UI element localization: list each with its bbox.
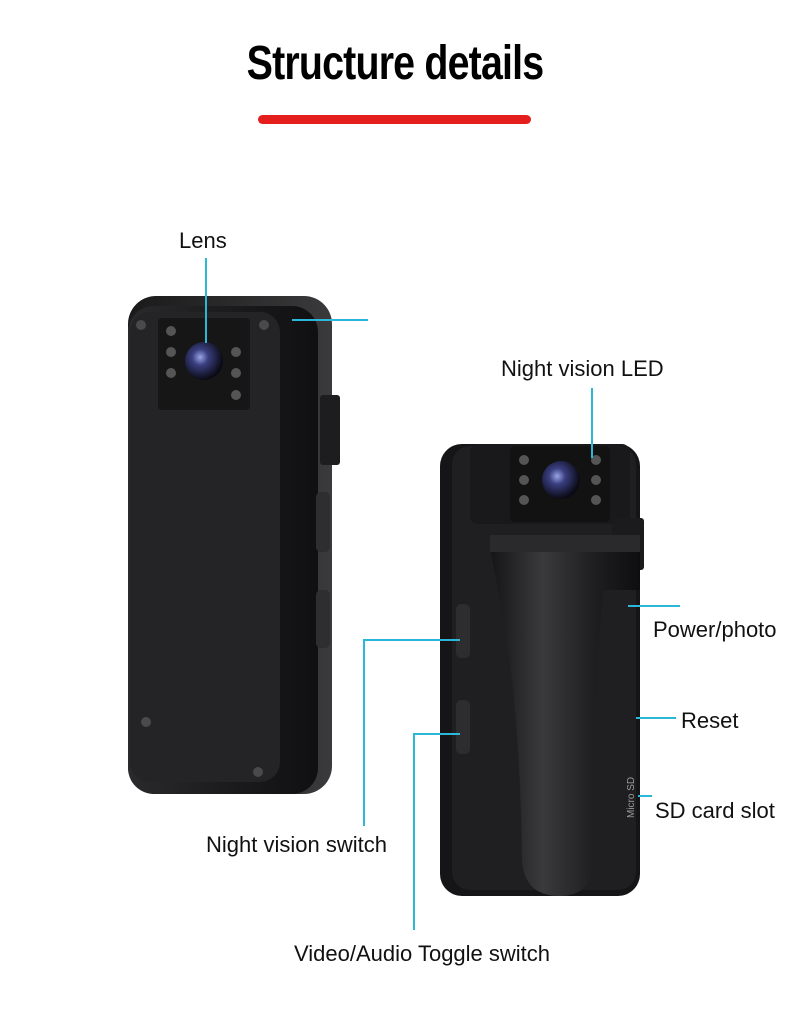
title-underline: [258, 115, 531, 124]
label-power-photo: Power/photo: [653, 617, 777, 642]
label-video-audio-toggle: Video/Audio Toggle switch: [294, 941, 551, 966]
label-night-vision-switch: Night vision switch: [206, 832, 387, 857]
label-night-vision-led: Night vision LED: [501, 356, 664, 381]
label-sd-card-slot: SD card slot: [655, 798, 775, 823]
label-reset: Reset: [681, 708, 739, 733]
camera-front-view: [128, 296, 340, 794]
callout-line-night-vision-switch: [363, 639, 460, 826]
camera-back-view: [440, 444, 644, 896]
callout-line-video-audio: [413, 733, 460, 930]
page-title: Structure details: [246, 37, 544, 90]
label-lens: Lens: [179, 228, 227, 253]
callout-lines: [205, 258, 680, 930]
micro-sd-marking: Micro SD: [626, 777, 637, 818]
